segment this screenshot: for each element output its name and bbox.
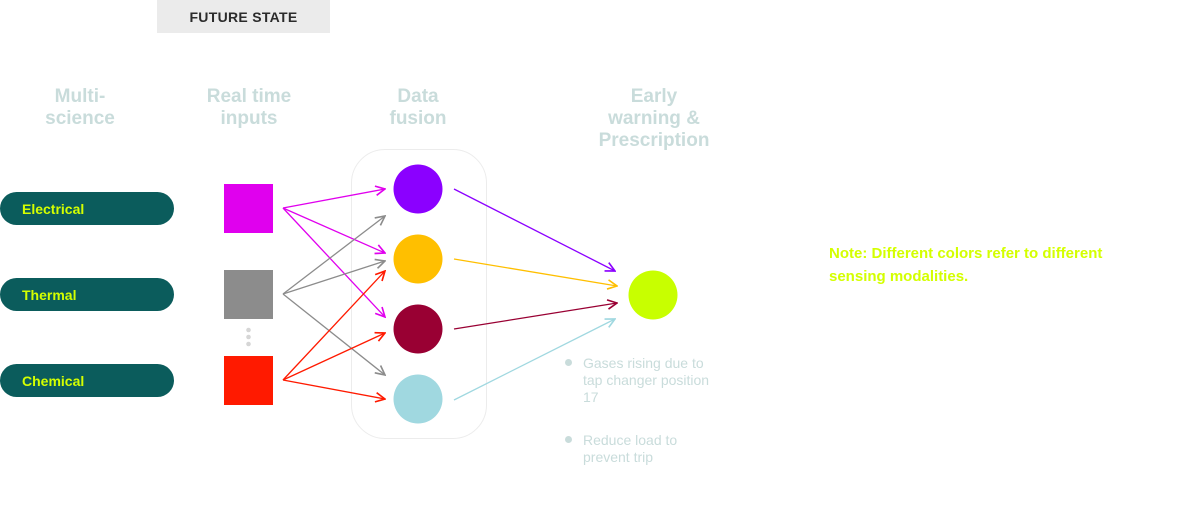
- input-square-thermal: [224, 270, 273, 319]
- input-square-electrical: [224, 184, 273, 233]
- fusion-node-purple: [393, 164, 443, 214]
- bullet-text: Reduce load to prevent trip: [583, 432, 678, 465]
- arrow-purple-to-output: [453, 188, 615, 271]
- arrow-cyan-to-output: [453, 319, 615, 401]
- modality-pill-electrical: Electrical: [0, 192, 174, 225]
- column-heading-real-time-inputs: Real time inputs: [206, 86, 292, 129]
- bullet-gases-rising: Gases rising due to tap changer position…: [565, 355, 726, 406]
- modality-pill-thermal: Thermal: [0, 278, 174, 311]
- future-state-tag: FUTURE STATE: [157, 0, 330, 33]
- data-fusion-container: [351, 149, 487, 439]
- ellipsis-icon: [246, 327, 251, 347]
- arrow-amber-to-output: [453, 258, 617, 286]
- bullet-text: Gases rising due to tap changer position…: [583, 355, 710, 405]
- arrows-electrical: [282, 189, 385, 317]
- column-heading-multi-science: Multi- science: [45, 86, 115, 129]
- fusion-node-cyan: [393, 374, 443, 424]
- output-node: [628, 270, 678, 320]
- column-heading-data-fusion: Data fusion: [389, 86, 447, 129]
- modality-pill-chemical: Chemical: [0, 364, 174, 397]
- bullet-dot-icon: [565, 359, 572, 366]
- column-heading-early-warning: Early warning & Prescription: [598, 86, 710, 151]
- note-text: Note: Different colors refer to differen…: [829, 245, 1103, 285]
- fusion-node-amber: [393, 234, 443, 284]
- arrows-thermal: [282, 216, 385, 375]
- fusion-node-maroon: [393, 304, 443, 354]
- arrows-chemical: [282, 271, 385, 399]
- arrow-maroon-to-output: [453, 303, 617, 330]
- bullet-reduce-load: Reduce load to prevent trip: [565, 432, 726, 466]
- bullet-dot-icon: [565, 436, 572, 443]
- input-square-chemical: [224, 356, 273, 405]
